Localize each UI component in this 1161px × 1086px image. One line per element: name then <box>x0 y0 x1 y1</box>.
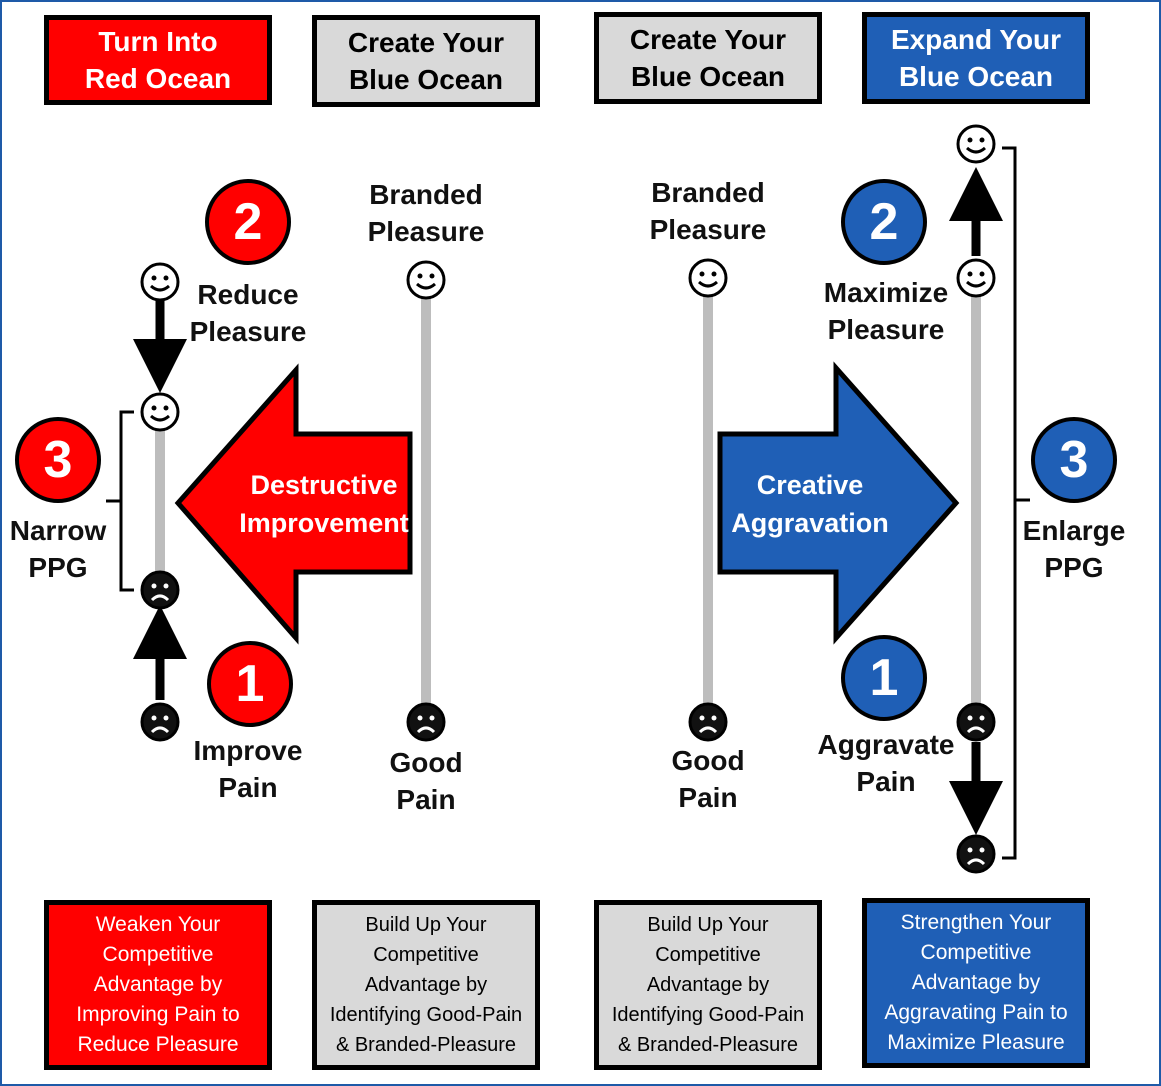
frowny-icon <box>140 702 180 742</box>
creative-aggravation-arrow <box>717 361 960 645</box>
smiley-icon <box>956 258 996 298</box>
step-3-narrow-circle: 3 <box>15 417 101 503</box>
step-1-improve-circle: 1 <box>207 641 293 727</box>
step-2-maximize-circle: 2 <box>841 179 927 265</box>
header-create-blue-ocean-right: Create Your Blue Ocean <box>594 12 822 104</box>
narrow-ppg-label: Narrow PPG <box>9 515 107 583</box>
header-red-ocean: Turn Into Red Ocean <box>44 15 272 105</box>
step-3-enlarge-circle: 3 <box>1031 417 1117 503</box>
header-create-blue-ocean-left: Create Your Blue Ocean <box>312 15 540 107</box>
smiley-icon <box>956 124 996 164</box>
step-1-aggravate-circle: 1 <box>841 635 927 721</box>
aggravate-pain-label: Aggravate Pain <box>817 729 955 797</box>
smiley-icon <box>140 392 180 432</box>
footer-weaken: Weaken Your Competitive Advantage by Imp… <box>44 900 272 1070</box>
reduce-pleasure-label: Reduce Pleasure <box>189 279 307 347</box>
narrow-ppg-bracket <box>119 410 134 592</box>
enlarge-ppg-label: Enlarge PPG <box>1022 515 1126 583</box>
frowny-icon <box>956 702 996 742</box>
destructive-improvement-label: Destructive Improvement <box>239 470 409 538</box>
maximize-pleasure-label: Maximize Pleasure <box>823 277 949 345</box>
footer-strengthen: Strengthen Your Competitive Advantage by… <box>862 898 1090 1068</box>
footer-build-up-left: Build Up Your Competitive Advantage by I… <box>312 900 540 1070</box>
left-good-pain-label: Good Pain <box>389 747 463 815</box>
frowny-icon <box>688 702 728 742</box>
smiley-icon <box>688 258 728 298</box>
left-branded-pleasure-label: Branded Pleasure <box>367 179 485 247</box>
right-branded-pleasure-label: Branded Pleasure <box>649 177 767 245</box>
right-good-pain-label: Good Pain <box>671 745 745 813</box>
smiley-icon <box>140 262 180 302</box>
frowny-icon <box>140 570 180 610</box>
step-2-reduce-circle: 2 <box>205 179 291 265</box>
frowny-icon <box>956 834 996 874</box>
improve-pain-label: Improve Pain <box>193 735 303 803</box>
frowny-icon <box>406 702 446 742</box>
creative-aggravation-label: Creative Aggravation <box>731 470 889 538</box>
header-expand-blue-ocean: Expand Your Blue Ocean <box>862 12 1090 104</box>
destructive-improvement-arrow <box>174 363 413 645</box>
enlarge-ppg-bracket <box>1002 146 1017 860</box>
smiley-icon <box>406 260 446 300</box>
footer-build-up-right: Build Up Your Competitive Advantage by I… <box>594 900 822 1070</box>
